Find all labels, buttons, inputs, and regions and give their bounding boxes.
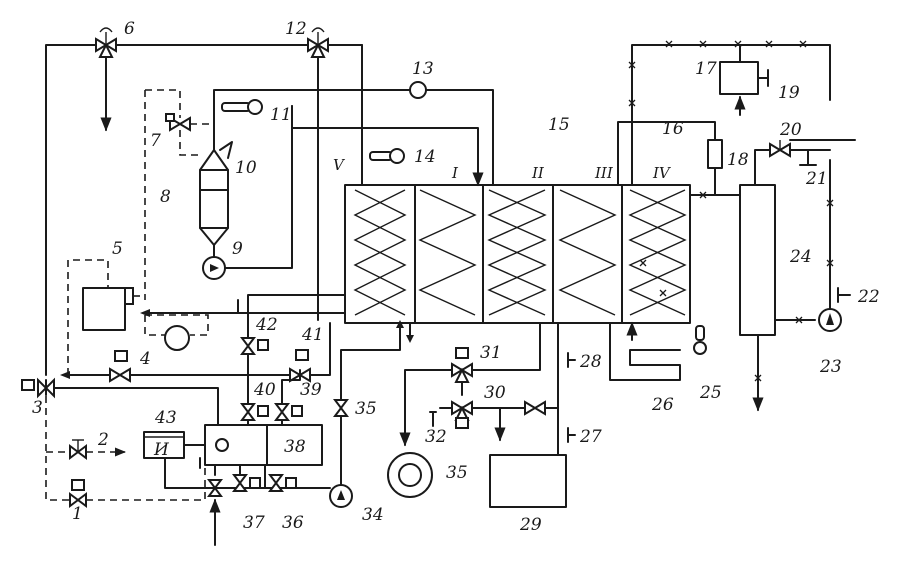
fan-13-icon (409, 81, 427, 99)
valve-1[interactable] (69, 479, 87, 508)
label-11: 11 (270, 105, 292, 125)
valve-39[interactable] (274, 403, 303, 421)
label-34: 34 (362, 505, 384, 525)
label-24: 24 (789, 247, 812, 267)
label-8: 8 (160, 187, 171, 207)
valve-40[interactable] (240, 403, 269, 421)
valve-35[interactable] (333, 399, 349, 417)
label-7: 7 (150, 131, 161, 151)
tank-38 (204, 424, 323, 466)
label-25: 25 (699, 383, 722, 403)
thermometer-14-icon (369, 148, 405, 164)
label-43: 43 (154, 408, 177, 428)
pump-35-icon (387, 452, 433, 498)
cyclone-8 (199, 89, 229, 259)
label-14: 14 (414, 147, 436, 167)
dryer-chamber (344, 184, 691, 324)
label-12: 12 (285, 19, 307, 39)
label-39: 39 (300, 380, 322, 400)
label-32: 32 (425, 427, 447, 447)
heater-18 (707, 139, 723, 169)
label-40: 40 (253, 380, 276, 400)
label-35-pump: 35 (446, 463, 468, 483)
pipe-crossmarks (628, 40, 834, 382)
label-20: 20 (779, 120, 802, 140)
label-38: 38 (284, 437, 306, 457)
fan-icon (164, 325, 190, 351)
label-27: 27 (579, 427, 602, 447)
label-30: 30 (484, 383, 506, 403)
label-19: 19 (778, 83, 800, 103)
thermometer-11-icon (221, 99, 263, 115)
section-i-label: I (451, 164, 459, 182)
valve-37[interactable] (232, 474, 261, 492)
valve-7[interactable] (165, 113, 191, 132)
column-24 (739, 184, 776, 336)
section-iv-label: IV (652, 164, 672, 182)
valve-3[interactable] (21, 377, 55, 399)
sensor-25-icon (693, 325, 707, 355)
label-35-valve: 35 (355, 399, 377, 419)
line-13 (214, 81, 494, 186)
label-36: 36 (282, 513, 304, 533)
valve-small[interactable] (207, 479, 223, 497)
label-21: 21 (805, 169, 828, 189)
label-3: 3 (32, 398, 43, 418)
valve-30[interactable] (451, 400, 473, 429)
tank-29 (489, 454, 567, 508)
valve-12[interactable] (307, 27, 329, 58)
label-16: 16 (662, 119, 684, 139)
section-ii-label: II (531, 164, 545, 182)
label-6: 6 (124, 19, 135, 39)
valve-31[interactable] (451, 347, 473, 383)
label-10: 10 (235, 158, 257, 178)
label-31: 31 (480, 343, 502, 363)
sensor-10-icon (219, 141, 233, 159)
label-42: 42 (255, 315, 278, 335)
label-15: 15 (548, 115, 570, 135)
section-iii-label: III (594, 164, 614, 182)
label-1: 1 (72, 504, 83, 524)
label-9: 9 (232, 239, 243, 259)
valve-20[interactable] (769, 140, 791, 158)
valve-42[interactable] (240, 337, 269, 355)
label-23: 23 (819, 357, 842, 377)
unit-5 (82, 287, 126, 331)
valve-36[interactable] (268, 474, 297, 492)
top-circulation-line (45, 44, 363, 376)
label-22: 22 (857, 287, 880, 307)
label-18: 18 (727, 150, 749, 170)
label-41: 41 (301, 325, 324, 345)
instrument-43-letter: И (153, 440, 170, 460)
label-2: 2 (97, 430, 109, 450)
label-29: 29 (519, 515, 542, 535)
label-13: 13 (412, 59, 434, 79)
label-5: 5 (112, 239, 123, 259)
label-17: 17 (695, 59, 717, 79)
label-26: 26 (651, 395, 674, 415)
label-4: 4 (139, 349, 151, 369)
label-37: 37 (243, 513, 265, 533)
valve-small-2[interactable] (524, 400, 546, 416)
heater-26 (609, 322, 681, 381)
valve-2[interactable] (69, 439, 87, 460)
valve-4[interactable] (109, 350, 131, 383)
unit-17 (719, 61, 759, 95)
label-28: 28 (579, 352, 602, 372)
valve-6[interactable] (95, 27, 117, 58)
section-v-label: V (333, 156, 346, 174)
